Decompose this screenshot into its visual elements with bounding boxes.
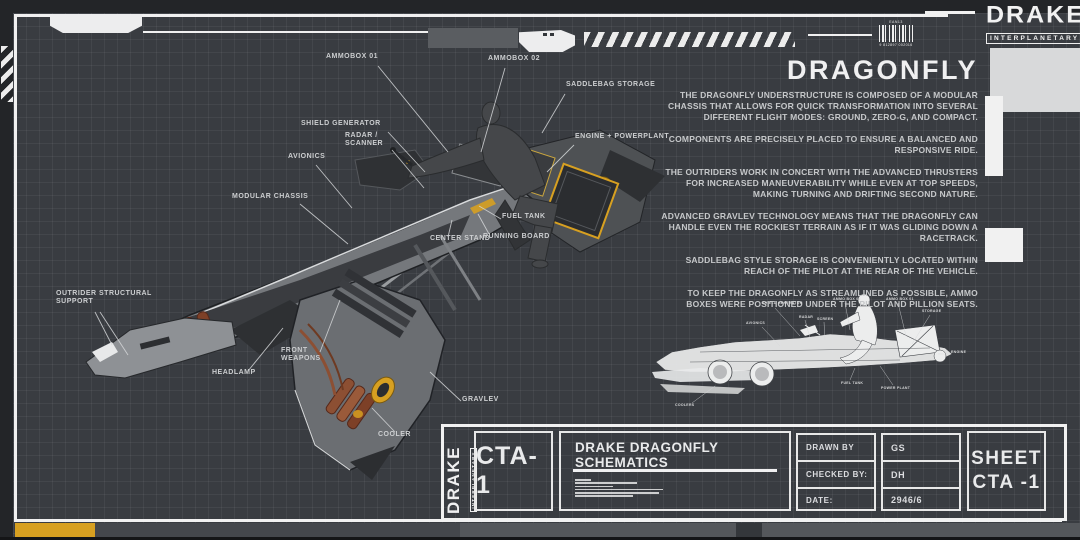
frame-left-line <box>14 14 17 522</box>
mini-callout-ammo-box-02: AMMO BOX 02 <box>833 297 861 301</box>
corner-light-panel <box>990 48 1080 112</box>
description-paragraph: THE DRAGONFLY UNDERSTRUCTURE IS COMPOSED… <box>668 90 978 122</box>
top-center-badge <box>519 30 575 52</box>
description-paragraph: SADDLEBAG STYLE STORAGE IS CONVENIENTLY … <box>685 255 978 276</box>
cell-divider <box>798 487 874 489</box>
description-paragraph: THE OUTRIDERS WORK IN CONCERT WITH THE A… <box>665 167 978 199</box>
top-margin-strip <box>0 0 1080 13</box>
fine-print-line <box>575 488 663 491</box>
callout-cooler: COOLER <box>378 431 411 438</box>
field-value-date: 2946/6 <box>891 495 923 505</box>
field-value-drawn-by: GS <box>891 442 906 453</box>
field-values-box: GS DH 2946/6 <box>881 433 961 511</box>
fine-print-line <box>575 479 591 481</box>
cell-divider <box>798 460 874 462</box>
top-thin-line <box>143 31 428 33</box>
callout-leader-lines <box>94 65 575 433</box>
fine-print-line <box>575 485 613 488</box>
frame-top-line <box>14 14 948 17</box>
callout-gravlev: GRAVLEV <box>462 396 499 403</box>
cell-divider <box>883 460 959 462</box>
title-block: DRAKE INTERPLANETARY CTA-1 DRAKE DRAGONF… <box>441 424 1067 521</box>
badge-dot <box>550 33 554 36</box>
callout-radar-scanner: RADAR / SCANNER <box>345 132 384 147</box>
mini-callout-coolers: COOLERS <box>675 403 695 407</box>
drawing-code-box: CTA-1 <box>474 431 553 511</box>
rider-silhouette <box>407 101 559 269</box>
barcode-standard-label: EAN13 <box>889 20 903 24</box>
drawing-title-box: DRAKE DRAGONFLY SCHEMATICS <box>559 431 791 511</box>
cell-divider <box>883 487 959 489</box>
callout-running-board: RUNNING BOARD <box>483 233 550 240</box>
right-white-square <box>985 228 1023 262</box>
bottom-band-right <box>460 523 1080 538</box>
callout-ammobox-01: AMMOBOX 01 <box>325 53 378 60</box>
field-labels-box: DRAWN BY CHECKED BY: DATE: <box>796 433 876 511</box>
mini-schematic-drawing <box>652 293 953 394</box>
bottom-band-notch <box>736 523 762 538</box>
left-margin-strip <box>0 0 13 540</box>
mini-callout-ammo-box-01: AMMO BOX 01 <box>886 297 914 301</box>
callout-avionics: AVIONICS <box>288 153 326 160</box>
callout-ammobox-02: AMMOBOX 02 <box>488 55 541 62</box>
callout-saddlebag-storage: SADDLEBAG STORAGE <box>566 81 656 88</box>
top-dash-line <box>808 34 872 36</box>
field-value-checked-by: DH <box>891 469 906 480</box>
brand-logo: DRAKE INTERPLANETARY <box>986 1 1080 45</box>
saddlebag-box <box>542 162 620 240</box>
fine-print-line <box>575 495 633 497</box>
callout-shield-generator: SHIELD GENERATOR <box>301 120 381 127</box>
mini-leader-lines <box>691 302 949 404</box>
page-title: DRAGONFLY <box>786 55 978 85</box>
badge-dot <box>543 33 547 36</box>
callout-outrider-structural-support: OUTRIDER STRUCTURAL SUPPORT <box>56 290 152 305</box>
mini-callout-radar: RADAR <box>799 315 814 319</box>
sheet-box: SHEET CTA -1 <box>967 431 1046 511</box>
drawing-title: DRAKE DRAGONFLY SCHEMATICS <box>575 440 719 470</box>
right-white-bar <box>985 96 1003 176</box>
barcode-digits: 9 812897 002016 <box>879 43 913 47</box>
left-hazard-stripes <box>1 46 13 102</box>
barcode-bars <box>879 25 913 42</box>
mini-callout-storage: STORAGE <box>922 309 942 313</box>
brand-name: DRAKE <box>444 446 463 514</box>
callout-engine-powerplant: ENGINE + POWERPLANT <box>575 133 670 140</box>
callout-center-stand: CENTER STAND <box>430 235 491 242</box>
field-label-drawn-by: DRAWN BY <box>806 443 855 452</box>
mini-callout-fuel-tank: FUEL TANK <box>841 381 864 385</box>
field-label-date: DATE: <box>806 495 833 505</box>
top-gray-block <box>428 28 518 48</box>
description-paragraph: COMPONENTS ARE PRECISELY PLACED TO ENSUR… <box>668 134 978 155</box>
description-paragraph: TO KEEP THE DRAGONFLY AS STREAMLINED AS … <box>686 288 978 309</box>
description-paragraph: ADVANCED GRAVLEV TECHNOLOGY MEANS THAT T… <box>661 211 978 243</box>
mini-callout-avionics: AVIONICS <box>746 321 766 325</box>
bottom-black-strip <box>0 537 1080 540</box>
drawing-title-rule <box>573 469 777 472</box>
sheet-label: SHEET <box>971 448 1042 469</box>
fine-print-line <box>575 482 637 484</box>
callout-headlamp: HEADLAMP <box>212 369 256 376</box>
fine-print-line <box>575 492 659 494</box>
mini-callout-screen: SCREEN <box>817 317 834 321</box>
callout-front-weapons: FRONT WEAPONS <box>281 347 321 362</box>
bike-illustration <box>85 101 665 480</box>
mini-callout-power-plant: POWER PLANT <box>881 386 911 390</box>
callout-fuel-tank: FUEL TANK <box>502 213 546 220</box>
fine-print <box>575 479 663 499</box>
field-label-checked-by: CHECKED BY: <box>806 470 868 479</box>
mini-callout-shield-generator: SHIELD GENERATOR <box>762 301 803 305</box>
brand-name: DRAKE <box>986 1 1080 29</box>
brand-subname: INTERPLANETARY <box>986 33 1080 44</box>
bottom-accent-bar <box>15 523 95 538</box>
logo-leader-line <box>925 11 975 14</box>
description-text: THE DRAGONFLY UNDERSTRUCTURE IS COMPOSED… <box>660 90 978 321</box>
coil-bundle-pod <box>325 378 376 430</box>
mini-callout-engine: ENGINE <box>951 350 967 354</box>
sheet-value: CTA -1 <box>972 472 1041 493</box>
hazard-stripe-band <box>584 32 795 47</box>
barcode: EAN13 9 812897 002016 <box>879 20 913 47</box>
top-left-badge <box>50 14 142 33</box>
callout-modular-chassis: MODULAR CHASSIS <box>232 193 309 200</box>
